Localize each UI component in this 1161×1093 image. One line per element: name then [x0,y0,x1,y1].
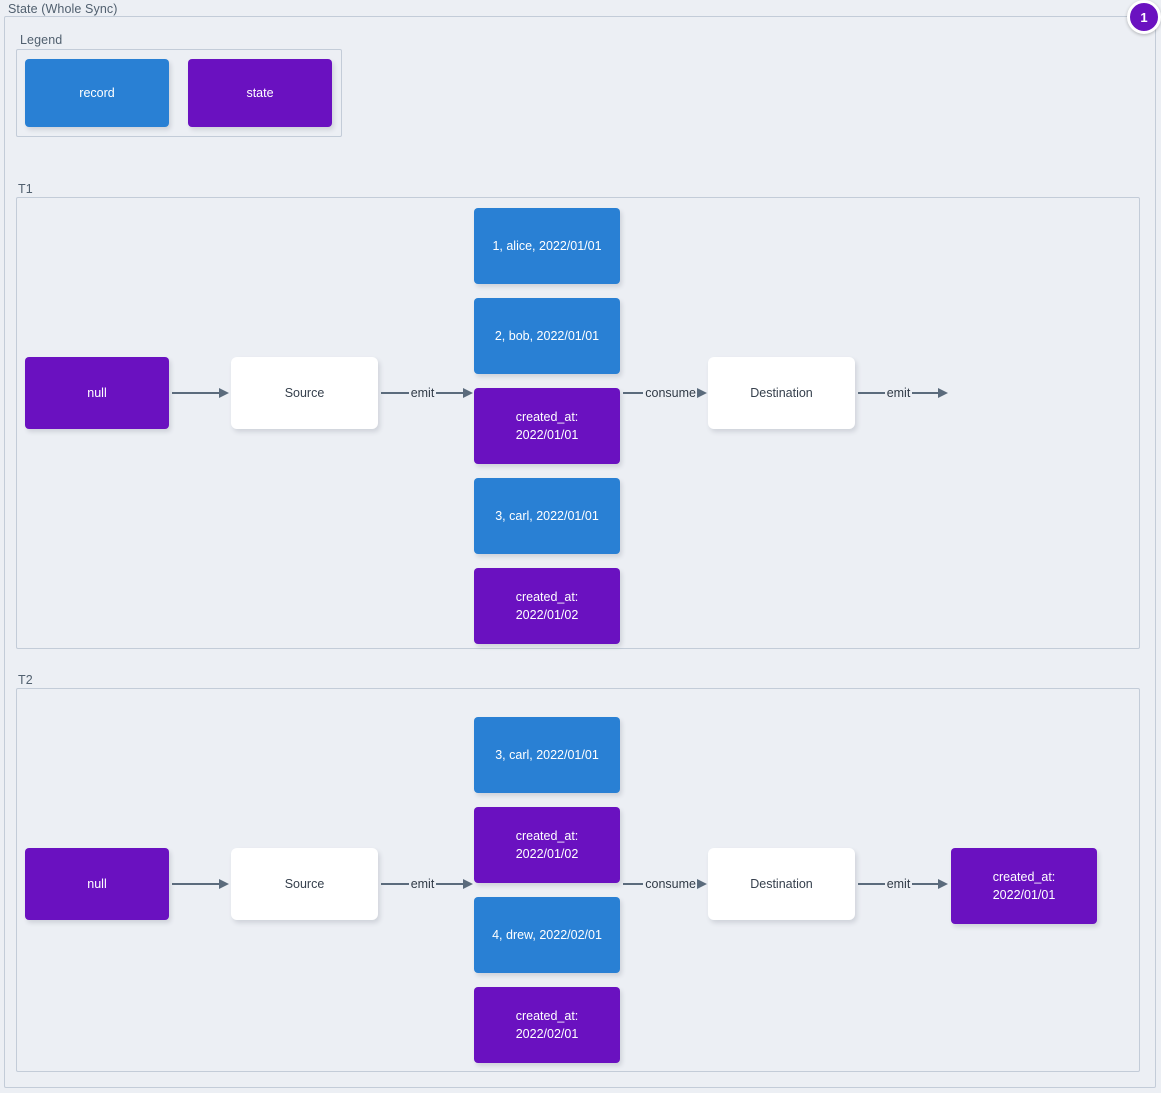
diagram-title: State (Whole Sync) [8,2,118,16]
t1-initial-state-node[interactable]: null [25,357,169,429]
t2-initial-state-node[interactable]: null [25,848,169,920]
legend-swatch-record[interactable]: record [25,59,169,127]
t1-stream-item-2[interactable]: created_at: 2022/01/01 [474,388,620,464]
edge-line [381,391,409,395]
edge-line [623,391,644,395]
t2-output-state-node[interactable]: created_at: 2022/01/01 [951,848,1097,924]
edge-label-emit: emit [884,386,913,400]
edge-label-emit: emit [408,386,437,400]
edge-line [623,882,644,886]
t2-destination-node[interactable]: Destination [708,848,855,920]
legend-swatch-state[interactable]: state [188,59,332,127]
section-label-t2: T2 [18,673,33,687]
arrowhead-icon [219,879,229,889]
edge-line [858,391,885,395]
t1-edge-consume: consume [623,384,707,402]
edge-label-consume: consume [643,386,698,400]
t2-stream-item-1[interactable]: created_at: 2022/01/02 [474,807,620,883]
edge-line [436,882,464,886]
t1-edge-source-emit: emit [381,384,473,402]
arrowhead-icon [697,879,707,889]
t1-source-node[interactable]: Source [231,357,378,429]
t1-edge-destination-emit: emit [858,384,948,402]
edge-label-emit: emit [884,877,913,891]
arrowhead-icon [463,879,473,889]
t2-stream-item-3[interactable]: created_at: 2022/02/01 [474,987,620,1063]
t2-edge-state-to-source [172,875,229,893]
edge-label-consume: consume [643,877,698,891]
t2-edge-source-emit: emit [381,875,473,893]
step-badge[interactable]: 1 [1127,0,1161,34]
t2-source-node[interactable]: Source [231,848,378,920]
edge-line [172,391,220,395]
t2-stream-item-2[interactable]: 4, drew, 2022/02/01 [474,897,620,973]
t1-stream-item-0[interactable]: 1, alice, 2022/01/01 [474,208,620,284]
section-label-t1: T1 [18,182,33,196]
arrowhead-icon [697,388,707,398]
edge-line [381,882,409,886]
t1-edge-state-to-source [172,384,229,402]
edge-label-emit: emit [408,877,437,891]
t1-destination-node[interactable]: Destination [708,357,855,429]
arrowhead-icon [938,879,948,889]
edge-line [858,882,885,886]
edge-line [912,391,939,395]
edge-line [912,882,939,886]
t2-edge-destination-emit: emit [858,875,948,893]
arrowhead-icon [463,388,473,398]
arrowhead-icon [219,388,229,398]
t2-stream-item-0[interactable]: 3, carl, 2022/01/01 [474,717,620,793]
edge-line [172,882,220,886]
t1-stream-item-1[interactable]: 2, bob, 2022/01/01 [474,298,620,374]
arrowhead-icon [938,388,948,398]
legend-title: Legend [20,33,63,47]
t1-stream-item-4[interactable]: created_at: 2022/01/02 [474,568,620,644]
t1-stream-item-3[interactable]: 3, carl, 2022/01/01 [474,478,620,554]
t2-edge-consume: consume [623,875,707,893]
edge-line [436,391,464,395]
